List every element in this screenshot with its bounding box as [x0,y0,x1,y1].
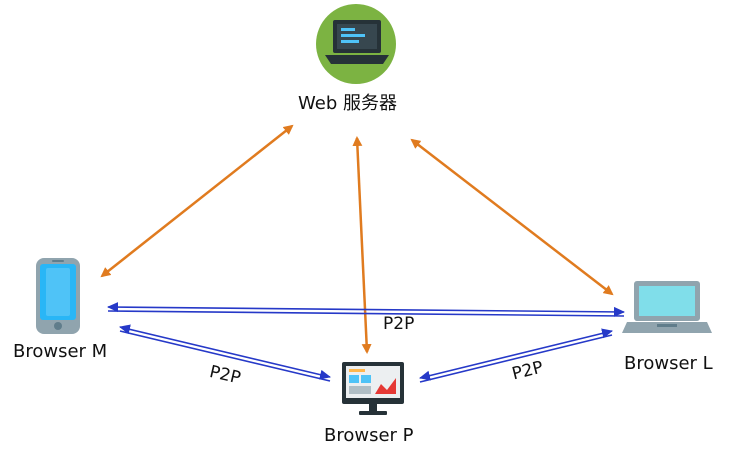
p2p-label-m-l: P2P [383,314,415,334]
laptop-icon [622,281,712,333]
server-links [100,124,614,354]
browser-l-label: Browser L [624,353,713,374]
desktop-monitor-icon [342,362,404,415]
laptop-server-icon [316,4,396,84]
smartphone-icon [36,258,80,334]
link-m-l [107,302,625,317]
browser-p-label: Browser P [324,425,414,446]
server-label: Web 服务器 [298,93,397,114]
link-server-p [352,136,372,354]
link-m-p [119,324,331,382]
link-server-l [410,138,614,296]
link-server-m [100,124,294,278]
p2p-links [107,302,625,383]
browser-m-label: Browser M [13,341,108,362]
link-l-p [419,328,613,383]
